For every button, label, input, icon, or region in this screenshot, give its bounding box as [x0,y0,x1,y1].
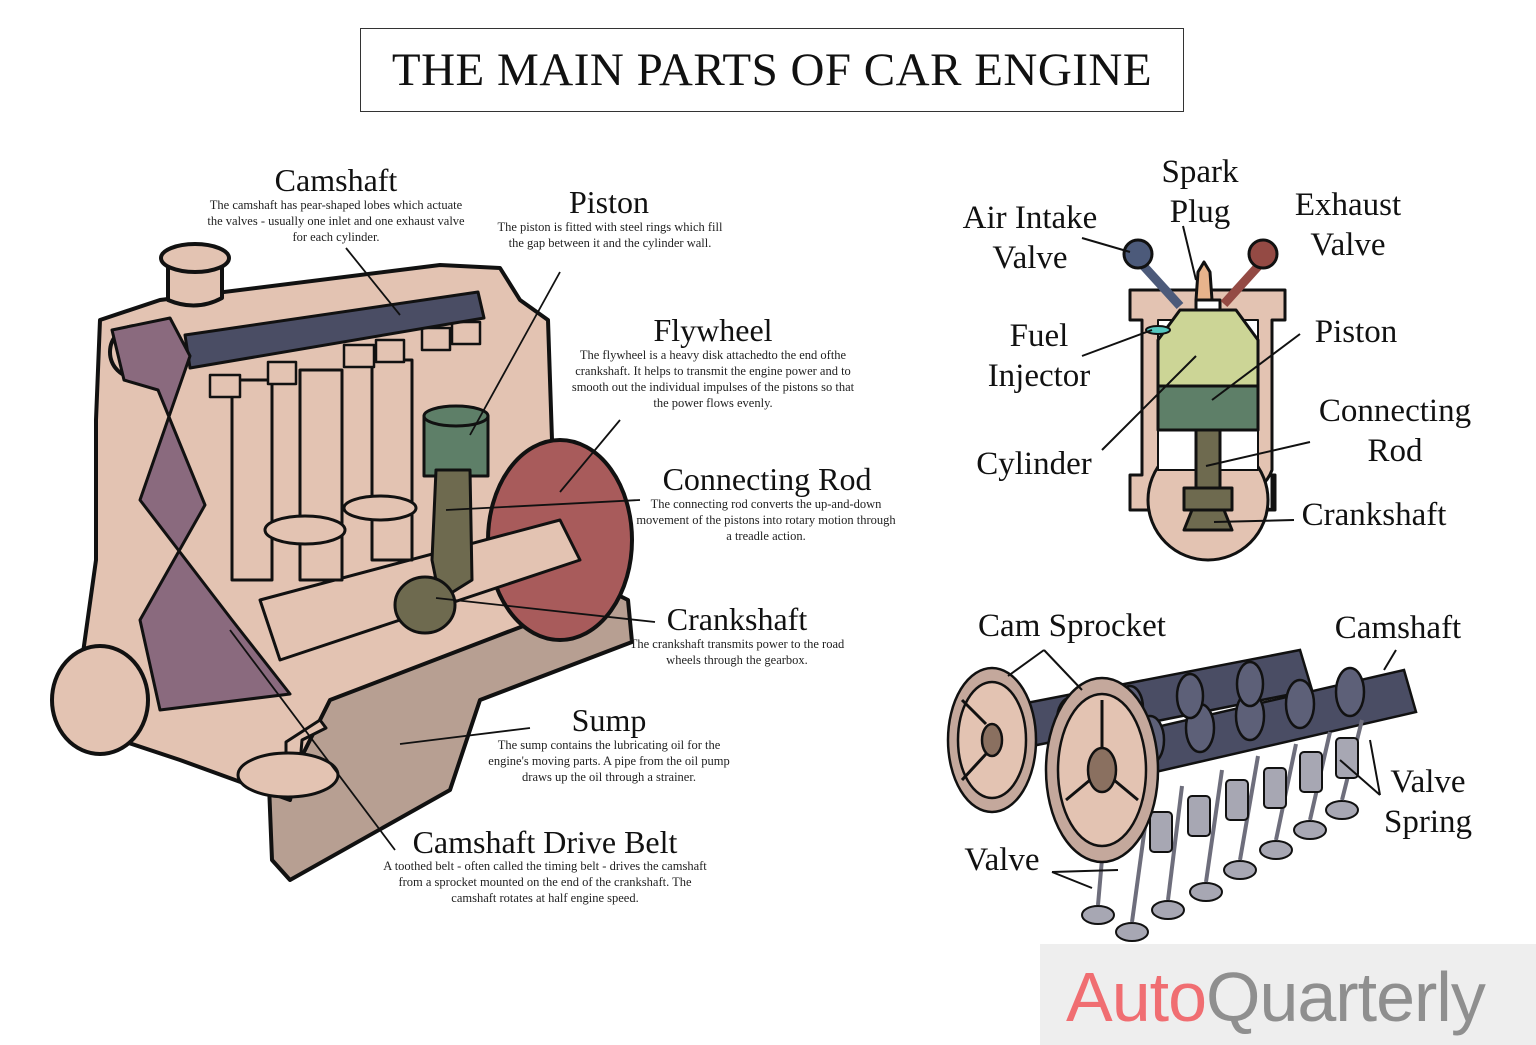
sump-description: The sump contains the lubricating oil fo… [488,738,730,784]
logo-quarterly: Quarterly [1206,958,1486,1036]
camshaft-label: Camshaft [1334,610,1462,646]
cylinder-leader-lines [1081,225,1311,523]
camshaft-drive-belt-description: A toothed belt - often called the timing… [383,859,707,905]
exhaust-valve-head [1247,238,1279,270]
valve-label: Valve [964,842,1040,878]
logo-background [1040,944,1536,1045]
intake-valve-head [1122,238,1154,270]
connecting-rod-description: The connecting rod converts the up-and-d… [636,497,896,543]
autoquarterly-logo: AutoQuarterly [1066,952,1486,1042]
piston-label: Piston [1314,314,1398,350]
crankshaft-description: The crankshaft transmits power to the ro… [629,637,845,667]
cylinder-piston [1156,384,1260,432]
camshaft-drive-belt-heading: Camshaft Drive Belt [412,824,678,860]
flywheel-description: The flywheel is a heavy disk attachedto … [571,348,855,410]
piston-heading: Piston [568,184,650,220]
engine-leader-lines [229,247,656,851]
camshaft-heading: Camshaft [274,162,398,198]
camshaft-description: The camshaft has pear-shaped lobes which… [207,198,465,244]
timing-belt [110,316,292,712]
fuel-injector-ring [1145,325,1171,335]
crankshaft-heading: Crankshaft [666,601,808,637]
spark-plug [1194,260,1214,302]
cylinder-cutaway [1122,238,1287,562]
engine-illustration [50,242,634,882]
valvetrain-leader-lines [1007,649,1397,889]
sump-heading: Sump [571,702,647,738]
piston-description: The piston is fitted with steel rings wh… [497,220,723,250]
cam-sprocket-label: Cam Sprocket [978,608,1166,644]
page-title: THE MAIN PARTS OF CAR ENGINE [391,44,1153,96]
cylinder-label: Cylinder [976,446,1092,482]
flywheel-heading: Flywheel [653,312,773,348]
crankshaft-label: Crankshaft [1301,497,1447,533]
title-box: THE MAIN PARTS OF CAR ENGINE [360,28,1184,112]
logo-auto: Auto [1066,958,1207,1036]
valvetrain-illustration [946,648,1418,942]
connecting-rod-heading: Connecting Rod [662,461,872,497]
connecting-rod-highlight [430,468,474,602]
